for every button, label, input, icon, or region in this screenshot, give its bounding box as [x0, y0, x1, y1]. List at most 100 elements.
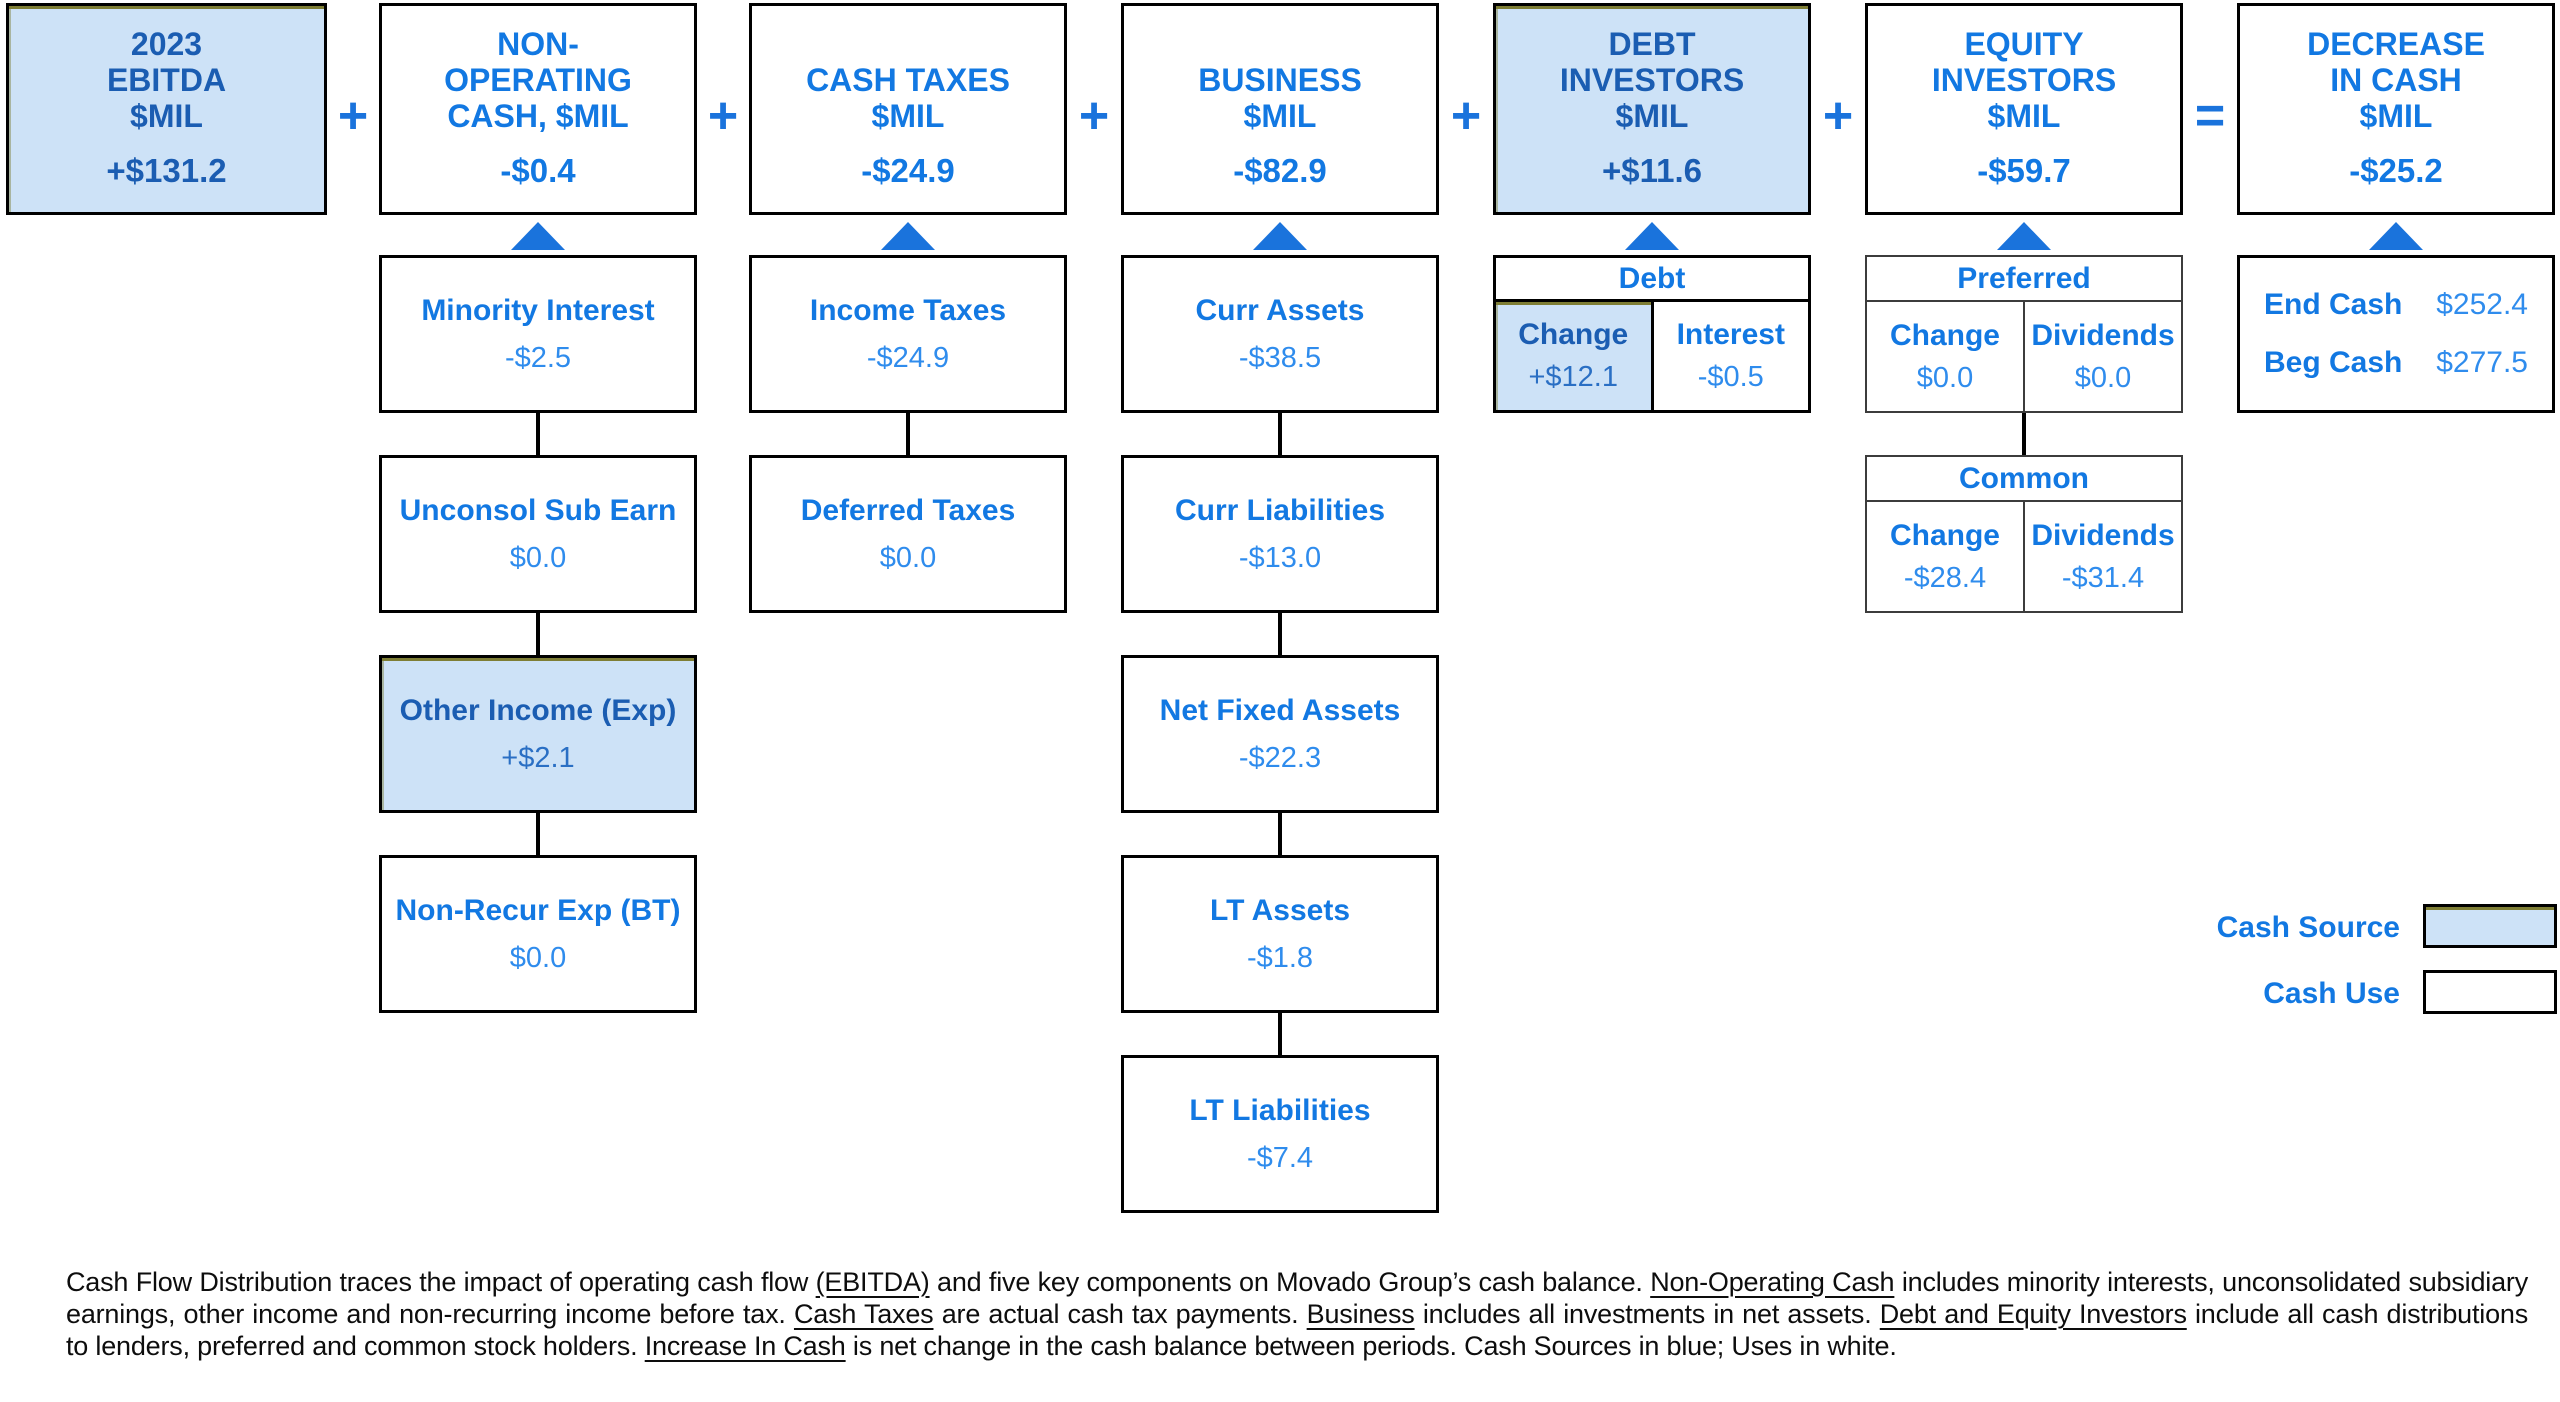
footnote-segment: and five key components on Movado Group’…	[929, 1267, 1651, 1297]
topbox-cash-taxes-title: CASH TAXES $MIL	[806, 62, 1010, 134]
common-dividends-label: Dividends	[2031, 518, 2175, 552]
preferred-table: Preferred Change $0.0 Dividends $0.0	[1865, 255, 2183, 413]
footnote-segment: Cash Flow Distribution traces the impact…	[66, 1267, 816, 1297]
flow-box-lt-assets: LT Assets -$1.8	[1121, 855, 1439, 1013]
common-change-value: -$28.4	[1903, 561, 1987, 594]
preferred-change-label: Change	[1889, 318, 2000, 352]
connector-line	[536, 613, 540, 655]
topbox-business-title: BUSINESS $MIL	[1198, 62, 1362, 134]
debt-table: Debt Change +$12.1 Interest -$0.5	[1493, 255, 1811, 413]
flow-box-other-income-exp: Other Income (Exp)+$2.1	[379, 655, 697, 813]
debt-table-header: Debt	[1496, 258, 1808, 302]
footnote-text: Cash Flow Distribution traces the impact…	[66, 1266, 2528, 1362]
flow-box-value: -$24.9	[866, 341, 950, 374]
footnote-underlined-term: Cash Taxes	[793, 1299, 934, 1329]
beg-cash-row: Beg Cash $277.5	[2264, 346, 2528, 380]
up-arrow-icon	[1625, 222, 1679, 250]
flow-box-value: -$7.4	[1246, 1141, 1314, 1174]
footnote-segment: includes all investments in net assets.	[1414, 1299, 1880, 1329]
flow-box-value: $0.0	[509, 941, 567, 974]
topbox-ebitda-title: 2023 EBITDA $MIL	[106, 26, 227, 134]
legend-cash-source-swatch	[2423, 904, 2557, 948]
flow-box-label: Deferred Taxes	[800, 493, 1016, 527]
topbox-decrease-in-cash: DECREASE IN CASH $MIL -$25.2	[2237, 3, 2555, 215]
flow-box-non-recur-exp-bt: Non-Recur Exp (BT) $0.0	[379, 855, 697, 1013]
plus-operator: +	[1450, 87, 1482, 145]
flow-box-net-fixed-assets: Net Fixed Assets -$22.3	[1121, 655, 1439, 813]
legend-cash-source-label: Cash Source	[2216, 911, 2400, 944]
flow-box-income-taxes: Income Taxes -$24.9	[749, 255, 1067, 413]
flow-box-label: Other Income (Exp)	[399, 693, 677, 727]
topbox-ebitda-value: +$131.2	[106, 152, 227, 189]
preferred-change-cell: Change $0.0	[1867, 302, 2025, 411]
topbox-debt-investors-value: +$11.6	[1601, 152, 1703, 189]
topbox-decrease-in-cash-value: -$25.2	[2349, 152, 2443, 189]
topbox-debt-investors-title: DEBT INVESTORS $MIL	[1559, 26, 1745, 134]
flow-box-label: Curr Liabilities	[1174, 493, 1386, 527]
legend-cash-use-swatch	[2423, 970, 2557, 1014]
plus-operator: +	[337, 87, 369, 145]
flow-box-value: -$1.8	[1246, 941, 1314, 974]
common-dividends-value: -$31.4	[2061, 561, 2145, 594]
common-table-header: Common	[1867, 457, 2181, 502]
preferred-table-header: Preferred	[1867, 257, 2181, 302]
flow-box-value: -$2.5	[504, 341, 572, 374]
flow-box-curr-liabilities: Curr Liabilities-$13.0	[1121, 455, 1439, 613]
connector-line	[536, 413, 540, 455]
topbox-decrease-in-cash-title: DECREASE IN CASH $MIL	[2307, 26, 2485, 134]
flow-box-label: Unconsol Sub Earn	[399, 493, 677, 527]
topbox-non-operating-cash: NON- OPERATING CASH, $MIL -$0.4	[379, 3, 697, 215]
topbox-non-operating-cash-title: NON- OPERATING CASH, $MIL	[444, 26, 632, 134]
common-change-label: Change	[1889, 518, 2000, 552]
common-dividends-cell: Dividends -$31.4	[2025, 502, 2181, 611]
plus-operator: +	[1078, 87, 1110, 145]
flow-box-minority-interest: Minority Interest-$2.5	[379, 255, 697, 413]
topbox-equity-investors-title: EQUITY INVESTORS $MIL	[1931, 26, 2117, 134]
flow-box-curr-assets: Curr Assets -$38.5	[1121, 255, 1439, 413]
up-arrow-icon	[511, 222, 565, 250]
footnote-underlined-term: Business	[1306, 1299, 1415, 1329]
flow-box-label: Curr Assets	[1195, 293, 1365, 327]
flow-box-lt-liabilities: LT Liabilities-$7.4	[1121, 1055, 1439, 1213]
common-change-cell: Change -$28.4	[1867, 502, 2025, 611]
up-arrow-icon	[881, 222, 935, 250]
end-cash-value: $252.4	[2436, 288, 2528, 321]
footnote-underlined-term: Increase In Cash	[644, 1331, 846, 1361]
debt-interest-cell: Interest -$0.5	[1654, 302, 1809, 410]
flow-box-label: LT Assets	[1209, 893, 1351, 927]
up-arrow-icon	[1997, 222, 2051, 250]
footnote-segment: includes minority interests, unconsolida…	[66, 1267, 2528, 1329]
topbox-business-value: -$82.9	[1233, 152, 1327, 189]
debt-change-label: Change	[1518, 318, 1629, 351]
topbox-non-operating-cash-value: -$0.4	[500, 152, 576, 189]
connector-line	[536, 813, 540, 855]
flow-box-label: Income Taxes	[809, 293, 1007, 327]
plus-operator: +	[707, 87, 739, 145]
flow-box-label: Net Fixed Assets	[1159, 693, 1401, 727]
flow-box-value: $0.0	[509, 541, 567, 574]
preferred-change-value: $0.0	[1916, 361, 1974, 394]
topbox-business: BUSINESS $MIL -$82.9	[1121, 3, 1439, 215]
connector-line	[906, 413, 910, 455]
flow-box-unconsol-sub-earn: Unconsol Sub Earn $0.0	[379, 455, 697, 613]
topbox-debt-investors: DEBT INVESTORS $MIL +$11.6	[1493, 3, 1811, 215]
connector-line	[1278, 613, 1282, 655]
connector-line	[1278, 413, 1282, 455]
preferred-dividends-label: Dividends	[2031, 318, 2175, 352]
end-cash-row: End Cash $252.4	[2264, 288, 2528, 322]
beg-cash-label: Beg Cash	[2264, 346, 2403, 379]
preferred-dividends-cell: Dividends $0.0	[2025, 302, 2181, 411]
flow-box-label: Non-Recur Exp (BT)	[395, 893, 681, 927]
flow-box-value: $0.0	[879, 541, 937, 574]
connector-line	[1278, 813, 1282, 855]
footnote-segment: are actual cash tax payments.	[933, 1299, 1307, 1329]
footnote-underlined-term: Non-Operating Cash	[1650, 1267, 1895, 1297]
flow-box-value: -$22.3	[1238, 741, 1322, 774]
flow-box-value: -$38.5	[1238, 341, 1322, 374]
topbox-cash-taxes-value: -$24.9	[861, 152, 955, 189]
end-cash-label: End Cash	[2264, 288, 2403, 321]
connector-line	[1278, 1013, 1282, 1055]
topbox-equity-investors: EQUITY INVESTORS $MIL -$59.7	[1865, 3, 2183, 215]
equals-operator: =	[2194, 87, 2226, 145]
